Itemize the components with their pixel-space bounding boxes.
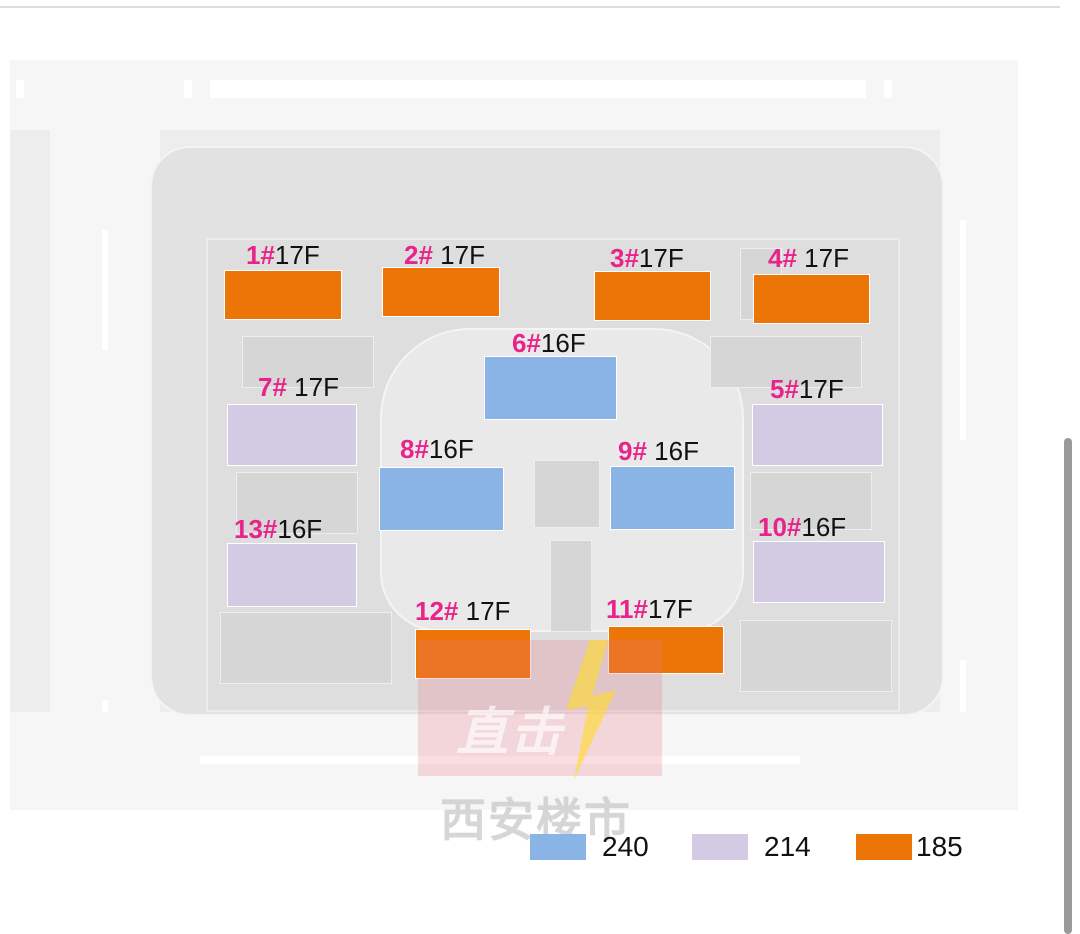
- building-number: 10#: [758, 512, 802, 542]
- label-building-13: 13#16F: [234, 516, 322, 542]
- building-12: [415, 629, 531, 679]
- building-11: [608, 626, 724, 674]
- label-building-12: 12# 17F: [415, 598, 510, 624]
- label-building-3: 3#17F: [610, 245, 684, 271]
- building-floors: 17F: [465, 596, 511, 626]
- road-marking-top-right: [884, 80, 892, 98]
- label-building-2: 2# 17F: [404, 242, 485, 268]
- building-number: 6#: [512, 328, 541, 358]
- building-floors: 16F: [540, 328, 586, 358]
- building-number: 9#: [618, 436, 647, 466]
- label-building-9: 9# 16F: [618, 438, 699, 464]
- building-number: 12#: [415, 596, 459, 626]
- lightning-icon: [566, 640, 616, 780]
- building-9: [610, 466, 735, 530]
- label-building-8: 8#16F: [400, 436, 474, 462]
- vertical-scrollbar[interactable]: [1064, 438, 1072, 934]
- building-number: 7#: [258, 372, 287, 402]
- label-building-5: 5#17F: [770, 376, 844, 402]
- label-building-11: 11#17F: [606, 596, 693, 622]
- road-marking-bottom: [200, 756, 800, 764]
- road-marking-right: [960, 220, 966, 440]
- building-number: 4#: [768, 243, 797, 273]
- ancillary-building: [534, 460, 600, 528]
- building-number: 5#: [770, 374, 799, 404]
- building-4: [753, 274, 870, 324]
- building-number: 8#: [400, 434, 429, 464]
- building-5: [752, 404, 883, 466]
- legend-swatch: [856, 834, 912, 860]
- building-3: [594, 271, 711, 321]
- building-floors: 17F: [274, 240, 320, 270]
- building-number: 11#: [606, 594, 648, 624]
- watermark-logo-box: [418, 640, 662, 776]
- building-floors: 16F: [277, 514, 323, 544]
- label-building-7: 7# 17F: [258, 374, 339, 400]
- building-10: [753, 541, 885, 603]
- building-floors: 17F: [638, 243, 684, 273]
- road-marking-top: [210, 80, 866, 98]
- building-number: 13#: [234, 514, 278, 544]
- building-floors: 17F: [647, 594, 693, 624]
- ancillary-building: [236, 472, 358, 534]
- road-marking-top-far-left: [16, 80, 24, 98]
- building-floors: 16F: [654, 436, 699, 466]
- road-marking-left: [102, 230, 108, 350]
- top-divider: [0, 6, 1060, 8]
- label-building-4: 4# 17F: [768, 245, 849, 271]
- building-number: 3#: [610, 243, 639, 273]
- building-8: [379, 467, 504, 531]
- road-right: [940, 130, 1018, 810]
- label-building-6: 6#16F: [512, 330, 586, 356]
- legend-label: 240: [602, 831, 649, 862]
- building-floors: 16F: [801, 512, 847, 542]
- legend-swatch: [530, 834, 586, 860]
- building-6: [484, 356, 617, 420]
- ancillary-building: [710, 336, 862, 388]
- building-7: [227, 404, 357, 466]
- legend-label: 185: [916, 831, 963, 862]
- ancillary-building: [220, 612, 392, 684]
- building-floors: 17F: [440, 240, 485, 270]
- building-13: [227, 543, 357, 607]
- building-floors: 16F: [428, 434, 474, 464]
- road-marking-top-left: [184, 80, 192, 98]
- ancillary-building: [740, 620, 892, 692]
- building-floors: 17F: [804, 243, 849, 273]
- label-building-10: 10#16F: [758, 514, 846, 540]
- ancillary-building: [750, 472, 872, 530]
- legend-swatch: [692, 834, 748, 860]
- building-floors: 17F: [798, 374, 844, 404]
- legend-label: 214: [764, 831, 811, 862]
- label-building-1: 1#17F: [246, 242, 320, 268]
- ancillary-building: [550, 540, 592, 632]
- building-number: 1#: [246, 240, 275, 270]
- building-2: [382, 267, 500, 317]
- building-1: [224, 270, 342, 320]
- building-number: 2#: [404, 240, 433, 270]
- ancillary-building: [242, 336, 374, 388]
- watermark-logo-text: 直击: [456, 704, 565, 762]
- building-floors: 17F: [294, 372, 339, 402]
